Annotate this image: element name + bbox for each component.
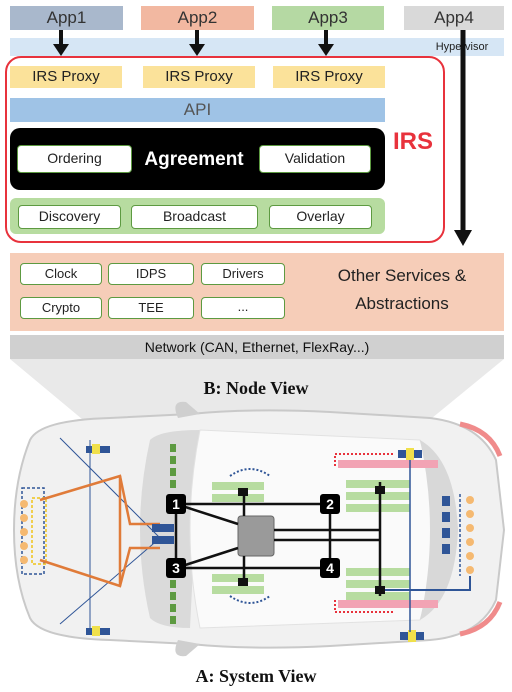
node-view-caption: B: Node View <box>203 378 309 398</box>
irs-boundary <box>5 56 445 243</box>
irs-label: IRS <box>392 128 433 155</box>
ordering-box: Ordering <box>17 145 132 173</box>
app1-label: App1 <box>10 6 123 30</box>
clock-box: Clock <box>20 263 102 285</box>
app3-label: App3 <box>272 6 384 30</box>
discovery-box: Discovery <box>18 205 121 229</box>
node-marker-4: 4 <box>326 560 334 576</box>
tee-box: TEE <box>108 297 194 319</box>
node-marker-3: 3 <box>172 560 180 576</box>
irs-proxy-1: IRS Proxy <box>10 66 122 88</box>
overlay-box: Overlay <box>269 205 372 229</box>
agreement-label: Agreement <box>144 149 244 170</box>
other-services-label-1: Other Services & <box>337 266 467 285</box>
system-view-caption: A: System View <box>195 666 317 686</box>
more-services-box: ... <box>201 297 285 319</box>
broadcast-box: Broadcast <box>131 205 258 229</box>
other-services-label-2: Abstractions <box>355 294 449 313</box>
irs-proxy-2: IRS Proxy <box>143 66 255 88</box>
app2-label: App2 <box>141 6 254 30</box>
car-illustration <box>12 401 506 657</box>
validation-box: Validation <box>259 145 371 173</box>
irs-proxy-3: IRS Proxy <box>273 66 385 88</box>
drivers-box: Drivers <box>201 263 285 285</box>
hypervisor-bar <box>10 38 504 56</box>
crypto-box: Crypto <box>20 297 102 319</box>
idps-box: IDPS <box>108 263 194 285</box>
app4-label: App4 <box>404 6 504 30</box>
api-bar: API <box>10 98 385 122</box>
network-bar: Network (CAN, Ethernet, FlexRay...) <box>10 335 504 359</box>
app-arrows <box>53 30 472 246</box>
node-marker-2: 2 <box>326 496 334 512</box>
node-marker-1: 1 <box>172 496 180 512</box>
